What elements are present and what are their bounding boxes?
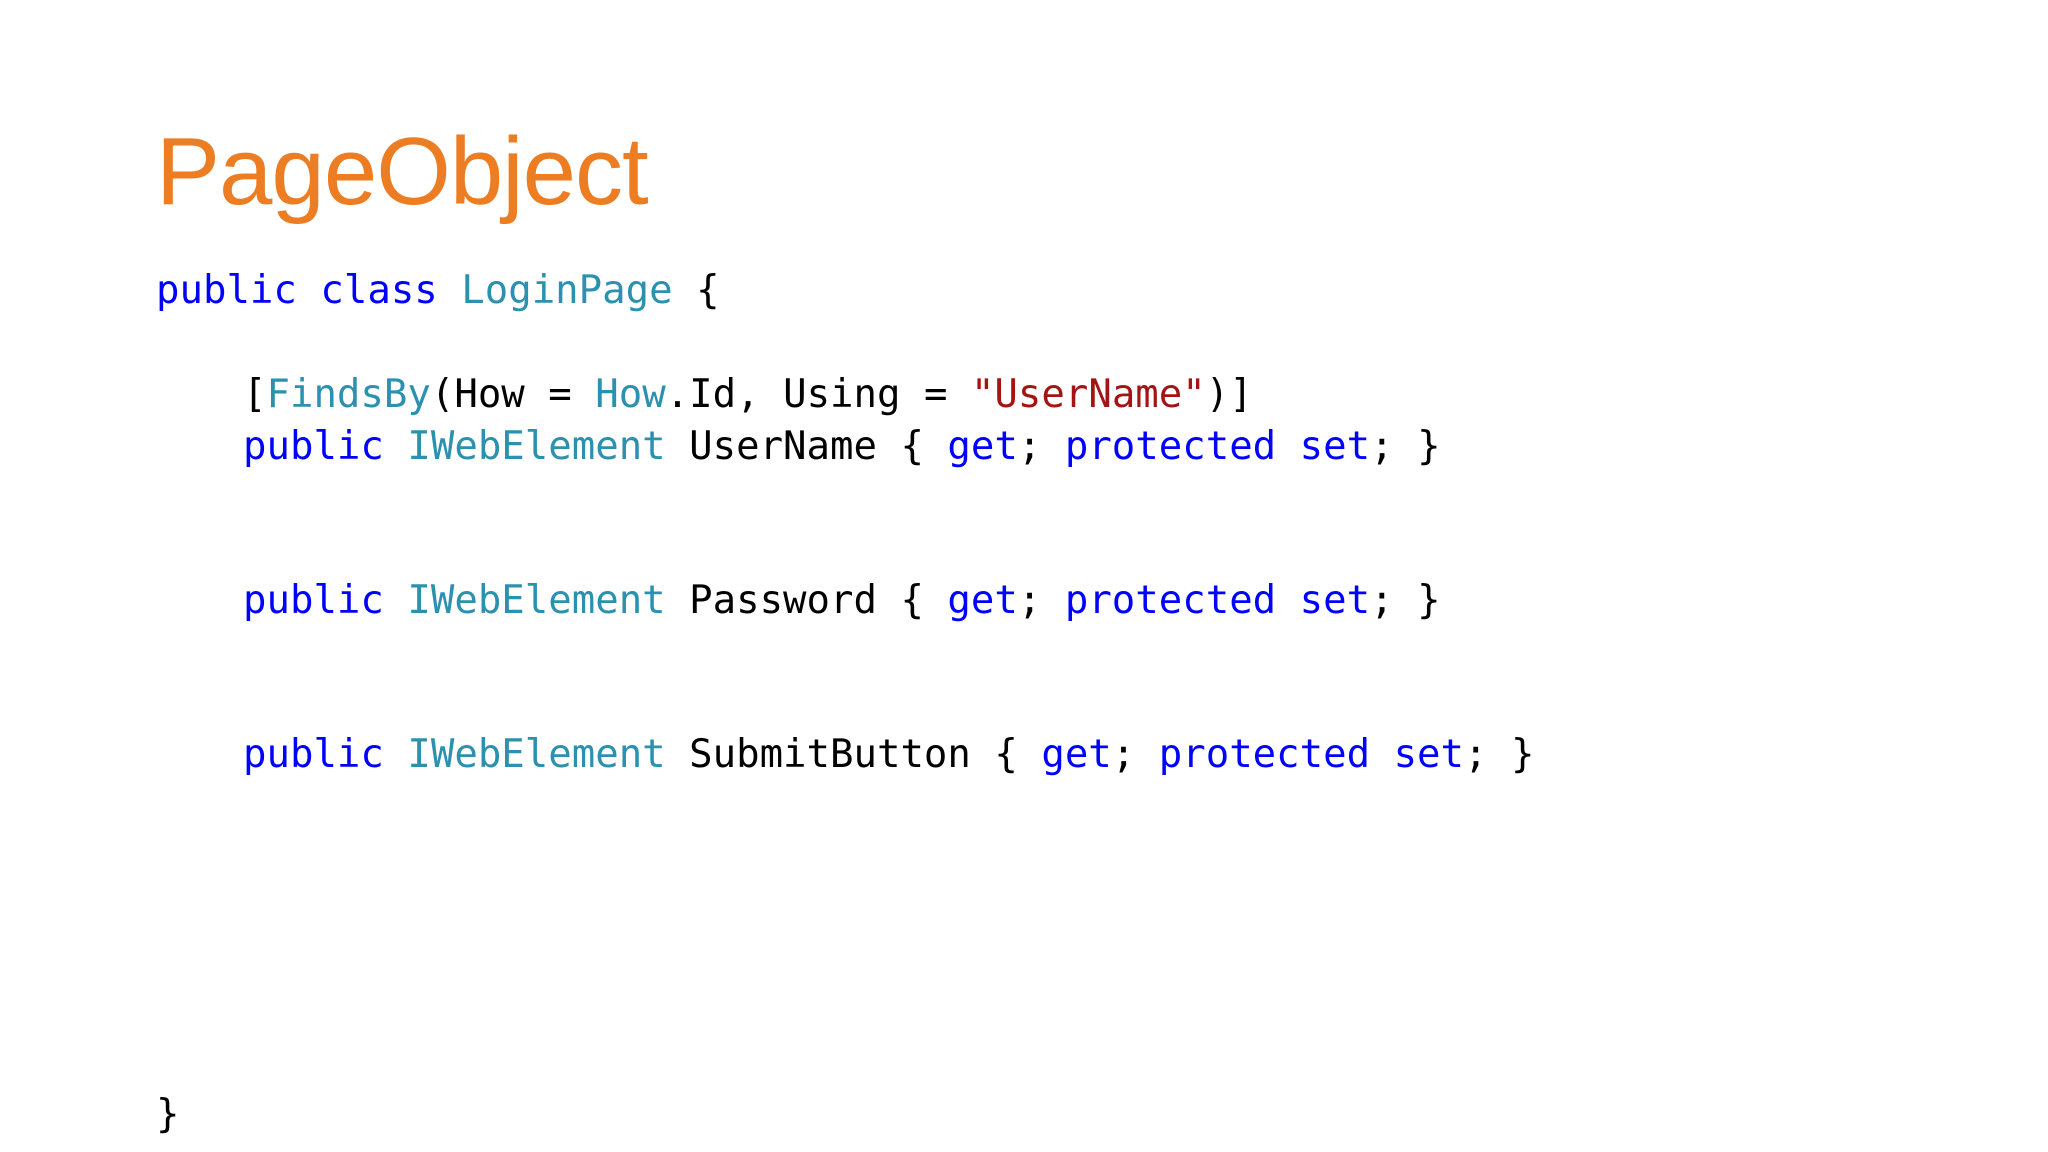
code-token-plain: [384, 578, 407, 623]
code-token-plain: SubmitButton {: [665, 732, 1042, 777]
code-token-keyword: get: [1041, 732, 1112, 777]
code-line-username-property: public IWebElement UserName { get; prote…: [243, 423, 1441, 471]
code-line-class-closing-brace: }: [156, 1091, 179, 1139]
code-token-plain: [1276, 578, 1299, 623]
code-token-keyword: get: [947, 424, 1018, 469]
code-token-type: IWebElement: [407, 578, 666, 623]
code-token-plain: ;: [1111, 732, 1159, 777]
code-token-plain: {: [672, 268, 720, 313]
code-token-plain: ;: [1017, 424, 1065, 469]
code-token-plain: (How =: [430, 372, 596, 417]
code-token-plain: [384, 732, 407, 777]
code-token-plain: ; }: [1370, 424, 1441, 469]
code-token-plain: )]: [1205, 372, 1253, 417]
code-token-plain: }: [156, 1092, 180, 1137]
code-token-plain: ; }: [1370, 578, 1441, 623]
code-line-password-property: public IWebElement Password { get; prote…: [243, 577, 1441, 625]
code-token-keyword: public: [156, 268, 297, 313]
code-token-keyword: set: [1299, 424, 1371, 469]
code-token-plain: [438, 268, 461, 313]
code-token-string: "UserName": [970, 372, 1206, 417]
code-token-keyword: protected: [1064, 424, 1277, 469]
code-token-plain: Password {: [665, 578, 948, 623]
code-token-plain: [1370, 732, 1393, 777]
code-token-plain: UserName {: [665, 424, 948, 469]
code-token-type: IWebElement: [407, 424, 666, 469]
code-token-keyword: protected: [1064, 578, 1277, 623]
code-token-plain: ;: [1017, 578, 1065, 623]
code-token-plain: [297, 268, 320, 313]
code-line-findsby-attribute: [FindsBy(How = How.Id, Using = "UserName…: [243, 371, 1253, 419]
code-token-plain: [: [243, 372, 267, 417]
code-token-plain: [384, 424, 407, 469]
code-token-type: LoginPage: [461, 268, 673, 313]
code-token-keyword: public: [243, 732, 384, 777]
code-line-class-declaration: public class LoginPage {: [156, 267, 720, 315]
code-token-keyword: set: [1393, 732, 1465, 777]
code-token-keyword: public: [243, 578, 384, 623]
code-token-keyword: set: [1299, 578, 1371, 623]
code-token-keyword: get: [947, 578, 1018, 623]
code-token-keyword: public: [243, 424, 384, 469]
code-token-type: FindsBy: [266, 372, 431, 417]
code-token-keyword: protected: [1158, 732, 1371, 777]
code-token-keyword: class: [320, 268, 438, 313]
code-token-plain: .Id, Using =: [665, 372, 971, 417]
code-token-type: IWebElement: [407, 732, 666, 777]
slide-title: PageObject: [156, 118, 649, 225]
code-line-submitbutton-property: public IWebElement SubmitButton { get; p…: [243, 731, 1534, 779]
code-token-plain: ; }: [1464, 732, 1535, 777]
code-token-plain: [1276, 424, 1299, 469]
code-token-type: How: [595, 372, 666, 417]
